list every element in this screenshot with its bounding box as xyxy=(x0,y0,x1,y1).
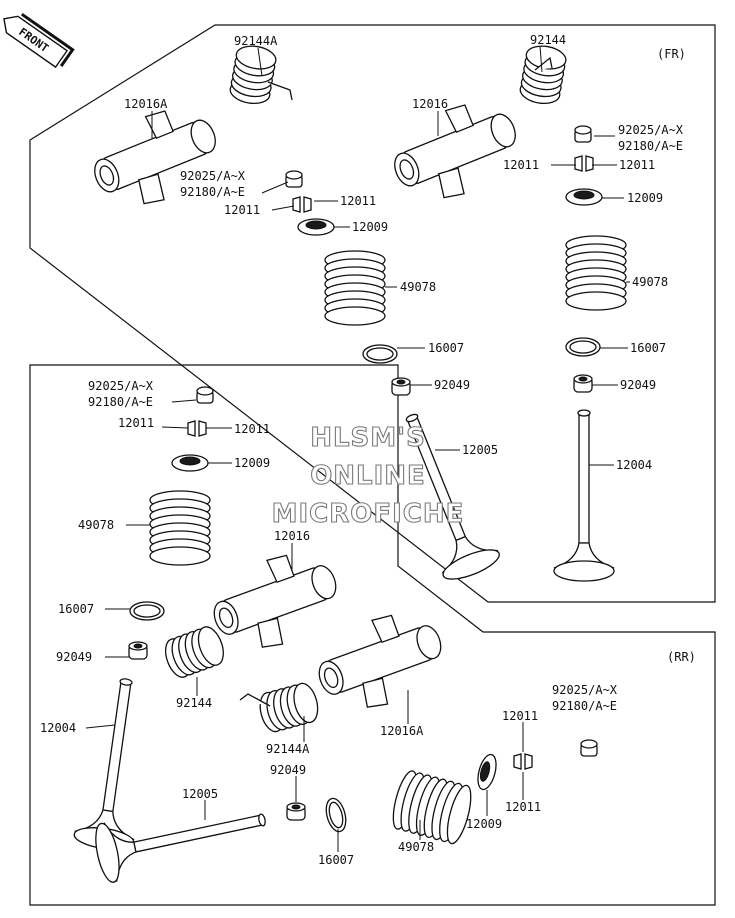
fr-valve-spring-49078-l xyxy=(324,250,386,326)
fr-valve-spring-49078-r xyxy=(565,235,627,311)
callout-rr-92049-l: 92049 xyxy=(56,650,92,664)
callout-fr-12016: 12016 xyxy=(412,97,448,111)
callout-rr-12009-l: 12009 xyxy=(234,456,270,470)
front-section-frame xyxy=(29,24,716,603)
rr-rocker-arm-12016 xyxy=(201,540,350,664)
callout-fr-12011-la: 12011 xyxy=(224,203,260,217)
callout-rr-92180-l: 92180/A~E xyxy=(88,395,153,409)
callout-rr-92049-b: 92049 xyxy=(270,763,306,777)
callout-fr-49078-l: 49078 xyxy=(400,280,436,294)
callout-fr-92180-l: 92180/A~E xyxy=(180,185,245,199)
callout-rr-12009-b: 12009 xyxy=(466,817,502,831)
callout-fr-92049-r: 92049 xyxy=(620,378,656,392)
fr-seal-92049-l xyxy=(391,377,411,396)
callout-fr-12011-ra: 12011 xyxy=(503,158,539,172)
rr-cotter-12011-l xyxy=(187,420,207,437)
rr-retainer-12009-l xyxy=(171,454,209,472)
fr-rocker-arm-12016A xyxy=(80,94,231,222)
callout-rr-12016: 12016 xyxy=(274,529,310,543)
callout-fr-12011-lb: 12011 xyxy=(340,194,376,208)
callout-rr-92025-l: 92025/A~X xyxy=(88,379,154,393)
callout-fr-92144: 92144 xyxy=(530,33,566,47)
rr-valve-spring-49078-l xyxy=(149,490,211,566)
callout-rr-49078-l: 49078 xyxy=(78,518,114,532)
fr-retainer-12009-l xyxy=(297,218,335,236)
rr-shim-92025-r xyxy=(580,739,598,757)
rr-valve-spring-49078-b xyxy=(387,768,477,847)
callout-fr-92144A: 92144A xyxy=(234,34,278,48)
rr-seal-92049-l xyxy=(128,641,148,660)
callout-fr-49078-r: 49078 xyxy=(632,275,668,289)
callout-rr-12011-ba: 12011 xyxy=(502,709,538,723)
fr-spring-92144A xyxy=(227,42,279,107)
fr-cotter-12011-r xyxy=(574,155,594,172)
rr-seal-92049-b xyxy=(286,802,306,821)
callout-rr-12011-bb: 12011 xyxy=(505,800,541,814)
rr-seat-16007-b xyxy=(322,795,350,835)
fr-spring-92144 xyxy=(517,42,569,107)
rr-spring-92144 xyxy=(160,622,229,682)
callout-fr-16007-l: 16007 xyxy=(428,341,464,355)
rr-seat-16007-l xyxy=(129,601,165,621)
fr-seal-92049-r xyxy=(573,374,593,393)
front-arrow-icon: FRONT xyxy=(3,12,75,69)
callout-rr-92144A: 92144A xyxy=(266,742,310,756)
callout-fr-12005: 12005 xyxy=(462,443,498,457)
callout-fr-12004: 12004 xyxy=(616,458,652,472)
rr-cotter-12011-b xyxy=(513,753,533,770)
callout-rr-12016A: 12016A xyxy=(380,724,424,738)
callout-rr-16007-l: 16007 xyxy=(58,602,94,616)
fr-cotter-12011-l xyxy=(292,196,312,213)
watermark-line-2: ONLINE xyxy=(310,461,426,491)
fr-shim-92025-r xyxy=(574,125,592,143)
callout-rr-92025-r: 92025/A~X xyxy=(552,683,618,697)
callout-fr-92049-l: 92049 xyxy=(434,378,470,392)
callout-fr-16007-r: 16007 xyxy=(630,341,666,355)
callout-rr-12011-la: 12011 xyxy=(118,416,154,430)
section-rear-label: (RR) xyxy=(667,650,696,664)
callout-fr-12009-r: 12009 xyxy=(627,191,663,205)
callout-rr-49078-b: 49078 xyxy=(398,840,434,854)
fr-seat-16007-l xyxy=(362,344,398,364)
callout-fr-12011-rb: 12011 xyxy=(619,158,655,172)
watermark-line-3: MICROFICHE xyxy=(272,499,465,529)
callout-fr-12009-l: 12009 xyxy=(352,220,388,234)
section-front-label: (FR) xyxy=(657,47,686,61)
callout-fr-92180-r: 92180/A~E xyxy=(618,139,683,153)
callout-rr-12004: 12004 xyxy=(40,721,76,735)
rr-valve-12004 xyxy=(72,674,157,854)
callout-fr-92025-r: 92025/A~X xyxy=(618,123,684,137)
rear-section-frame xyxy=(29,364,716,906)
fr-seat-16007-r xyxy=(565,337,601,357)
callout-rr-92144: 92144 xyxy=(176,696,212,710)
callout-fr-92025-l: 92025/A~X xyxy=(180,169,246,183)
callout-rr-12011-lb: 12011 xyxy=(234,422,270,436)
callout-fr-12016A: 12016A xyxy=(124,97,168,111)
callout-rr-16007-b: 16007 xyxy=(318,853,354,867)
rr-shim-92025-l xyxy=(196,386,214,404)
fr-shim-92025-l xyxy=(285,170,303,188)
fr-retainer-12009-r xyxy=(565,188,603,206)
callout-rr-12005: 12005 xyxy=(182,787,218,801)
watermark-line-1: HLSM'S xyxy=(310,423,426,453)
fr-valve-12004 xyxy=(553,409,615,582)
rr-retainer-12009-b xyxy=(473,751,501,793)
rr-spring-92144A xyxy=(255,680,323,735)
callout-rr-92180-r: 92180/A~E xyxy=(552,699,617,713)
fr-rocker-arm-12016 xyxy=(380,88,531,216)
rr-rocker-arm-12016A xyxy=(306,600,455,724)
